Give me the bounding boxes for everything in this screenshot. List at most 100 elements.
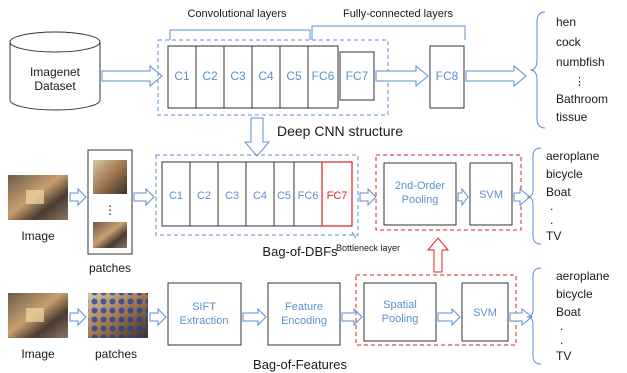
bottom-image-label: Image bbox=[21, 347, 55, 361]
arrow-grid-to-sift bbox=[149, 307, 167, 327]
cnn-layer-c5 bbox=[279, 45, 309, 109]
top-class-5: tissue bbox=[556, 110, 588, 124]
second-order-pooling-line2: Pooling bbox=[402, 194, 439, 206]
dbf-layer-fc7-bottleneck bbox=[321, 161, 353, 227]
sift-line1: SIFT bbox=[192, 301, 216, 313]
spatial-pooling-line1: Spatial bbox=[383, 299, 417, 311]
second-order-pooling-box bbox=[383, 162, 457, 226]
middle-class-1: aeroplane bbox=[546, 149, 600, 163]
arrow-svm-to-classes-mid bbox=[513, 187, 531, 207]
fc-layers-bracket bbox=[311, 25, 466, 40]
bottom-class-1: aeroplane bbox=[556, 269, 610, 283]
conv-layers-label: Convolutional layers bbox=[187, 8, 287, 20]
middle-patch-dots: ⋮ bbox=[104, 203, 116, 217]
encoding-line2: Encoding bbox=[281, 315, 327, 327]
bag-of-dbfs-caption: Bag-of-DBFs bbox=[262, 244, 338, 259]
bottom-patch-grid-dots bbox=[88, 293, 148, 338]
dbf-label-c3: C3 bbox=[225, 190, 239, 202]
fc-layers-label: Fully-connected layers bbox=[343, 8, 454, 20]
sift-line2: Extraction bbox=[180, 315, 229, 327]
arrow-pooling-to-svm-mid bbox=[457, 187, 469, 207]
bottom-class-3: Boat bbox=[556, 305, 581, 319]
cnn-label-c2: C2 bbox=[202, 69, 218, 83]
middle-class-dot-1: . bbox=[550, 199, 553, 213]
cnn-label-c4: C4 bbox=[258, 69, 274, 83]
bottleneck-pointer bbox=[351, 231, 357, 239]
top-class-dots: ⋮ bbox=[574, 76, 585, 88]
cnn-layer-c3 bbox=[223, 45, 253, 109]
arrow-svm-to-classes-bottom bbox=[509, 307, 533, 327]
middle-class-4: TV bbox=[546, 229, 561, 243]
cnn-label-c1: C1 bbox=[174, 69, 190, 83]
middle-patch-2 bbox=[93, 222, 127, 248]
bottleneck-label: Bottleneck layer bbox=[336, 243, 400, 253]
arrow-fc8-to-classes bbox=[465, 64, 527, 88]
bof-pooling-red-frame bbox=[355, 274, 517, 346]
dbf-label-fc7: FC7 bbox=[327, 190, 348, 202]
dbf-label-c1: C1 bbox=[169, 190, 183, 202]
dbf-layer-c3 bbox=[217, 161, 247, 227]
arrow-sift-to-encoding bbox=[242, 307, 267, 327]
middle-classes-brace bbox=[526, 147, 542, 245]
spatial-pooling-box bbox=[363, 282, 437, 342]
dbf-dashed-frame bbox=[155, 154, 359, 236]
middle-patch-1 bbox=[93, 160, 127, 194]
top-class-4: Bathroom bbox=[556, 92, 608, 106]
cnn-label-fc8: FC8 bbox=[436, 69, 459, 83]
bottom-class-2: bicycle bbox=[556, 287, 593, 301]
top-classes-brace bbox=[529, 11, 546, 129]
sift-extraction-box bbox=[167, 282, 242, 346]
cnn-layer-fc6 bbox=[307, 45, 339, 109]
bottom-class-dot-1: . bbox=[560, 319, 563, 333]
middle-svm-label: SVM bbox=[479, 189, 503, 201]
middle-class-dot-2: . bbox=[550, 213, 553, 227]
arrow-encoding-to-spatial bbox=[341, 307, 363, 327]
cnn-layer-fc8 bbox=[429, 45, 465, 109]
cnn-label-c3: C3 bbox=[230, 69, 246, 83]
middle-class-3: Boat bbox=[546, 185, 571, 199]
conv-layers-bracket bbox=[169, 29, 311, 40]
arrow-spatial-to-svm bbox=[437, 307, 461, 327]
cnn-layer-c2 bbox=[195, 45, 225, 109]
cnn-label-fc7: FC7 bbox=[346, 69, 369, 83]
dbf-label-fc6: FC6 bbox=[298, 190, 319, 202]
bottom-class-dot-2: . bbox=[560, 333, 563, 347]
middle-image-label: Image bbox=[21, 229, 55, 243]
bottom-patches-label: patches bbox=[95, 347, 137, 361]
cnn-label-fc6: FC6 bbox=[312, 69, 335, 83]
second-order-pooling-line1: 2nd-Order bbox=[395, 180, 445, 192]
arrow-fc7-to-pooling bbox=[359, 187, 377, 207]
dbf-label-c5: C5 bbox=[277, 190, 291, 202]
bottom-class-4: TV bbox=[556, 349, 571, 363]
dataset-label-line2: Dataset bbox=[34, 79, 76, 93]
dbf-layer-fc6 bbox=[293, 161, 323, 227]
cnn-label-c5: C5 bbox=[286, 69, 302, 83]
arrow-dataset-to-cnn bbox=[101, 64, 163, 88]
middle-svm-box bbox=[469, 162, 513, 226]
top-class-1: hen bbox=[556, 15, 576, 29]
dbf-layer-c2 bbox=[189, 161, 219, 227]
deep-cnn-caption: Deep CNN structure bbox=[277, 123, 403, 139]
cnn-layer-fc7 bbox=[339, 51, 375, 101]
imagenet-dataset-cylinder bbox=[9, 31, 101, 111]
arrow-fc7-to-fc8 bbox=[375, 64, 429, 88]
arrow-patches-to-cnn bbox=[133, 187, 155, 207]
arrow-image-to-grid bbox=[69, 307, 87, 327]
top-class-3: numbfish bbox=[556, 55, 605, 69]
bottom-image-highlight bbox=[26, 308, 44, 322]
bottom-svm-label: SVM bbox=[473, 307, 497, 319]
middle-class-2: bicycle bbox=[546, 167, 583, 181]
middle-patches-label: patches bbox=[89, 261, 131, 275]
middle-image-highlight bbox=[26, 190, 44, 204]
feature-encoding-box bbox=[267, 282, 341, 346]
arrow-cnn-down bbox=[243, 117, 271, 157]
dbf-label-c4: C4 bbox=[253, 190, 267, 202]
dbf-label-c2: C2 bbox=[197, 190, 211, 202]
top-class-2: cock bbox=[556, 35, 582, 49]
arrow-image-to-patches bbox=[69, 187, 87, 207]
bag-of-features-caption: Bag-of-Features bbox=[253, 357, 347, 372]
dbf-layer-c1 bbox=[161, 161, 191, 227]
encoding-line1: Feature bbox=[285, 301, 323, 313]
arrow-spatial-to-second-order bbox=[426, 237, 450, 273]
